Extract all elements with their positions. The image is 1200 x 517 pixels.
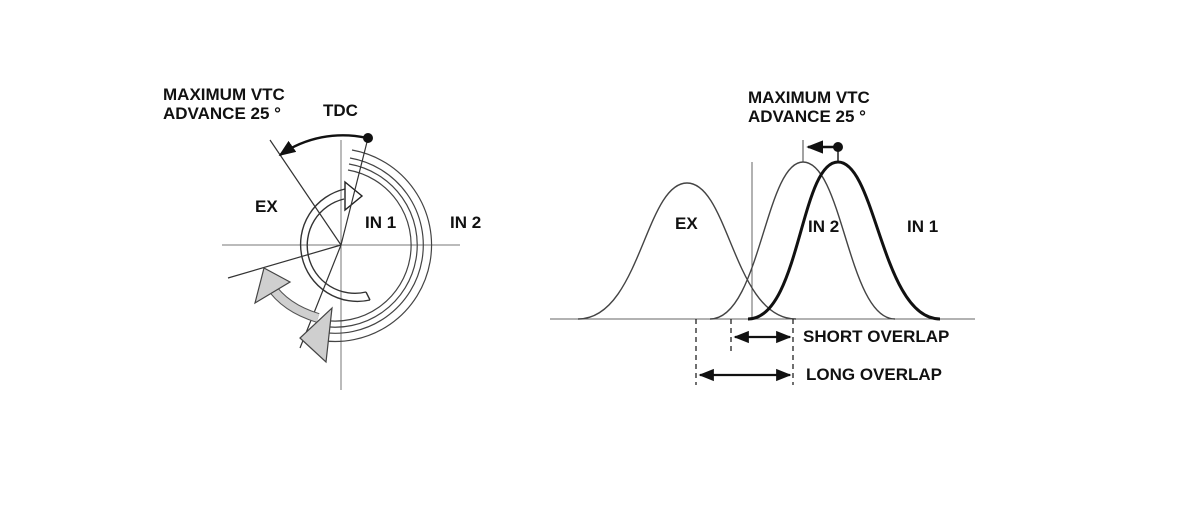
dial-in2-label: IN 2 <box>450 213 481 232</box>
dial-ex-label: EX <box>255 197 278 216</box>
graph-title-line1: MAXIMUM VTC <box>748 88 870 107</box>
in1-arc-inner <box>306 198 367 294</box>
long-overlap-label: LONG OVERLAP <box>806 365 942 384</box>
dial-in1-label: IN 1 <box>365 213 396 232</box>
in2-ring <box>317 149 433 343</box>
graph-in1-label: IN 1 <box>907 217 938 236</box>
graph-ex-label: EX <box>675 214 698 233</box>
in2-ring-inner <box>319 157 424 334</box>
valve-timing-dial: MAXIMUM VTC ADVANCE 25 ° TDC EX IN 1 IN … <box>163 85 481 390</box>
short-overlap-label: SHORT OVERLAP <box>803 327 949 346</box>
dial-title-line2: ADVANCE 25 ° <box>163 104 281 123</box>
in2-band-1 <box>320 163 418 328</box>
in2-band-2 <box>321 169 412 322</box>
ex-gray-arrow-head <box>254 267 292 305</box>
ex-line-lower <box>227 244 342 279</box>
in2-lift-curve <box>709 161 896 320</box>
valve-lift-graph: MAXIMUM VTC ADVANCE 25 ° EX IN 2 IN 1 SH… <box>550 88 975 385</box>
ex-lift-curve <box>577 182 797 320</box>
graph-in2-label: IN 2 <box>808 217 839 236</box>
vtc-advance-arrow <box>278 134 368 156</box>
tdc-label: TDC <box>323 101 358 120</box>
in-gray-arrow-head <box>299 306 333 364</box>
graph-title-line2: ADVANCE 25 ° <box>748 107 866 126</box>
tdc-advance-line <box>340 137 369 246</box>
ex-line-upper <box>269 139 342 246</box>
in1-lift-curve <box>747 160 941 321</box>
tdc-dot <box>363 133 373 143</box>
dial-title-line1: MAXIMUM VTC <box>163 85 285 104</box>
in1-arc-cap <box>365 291 371 301</box>
